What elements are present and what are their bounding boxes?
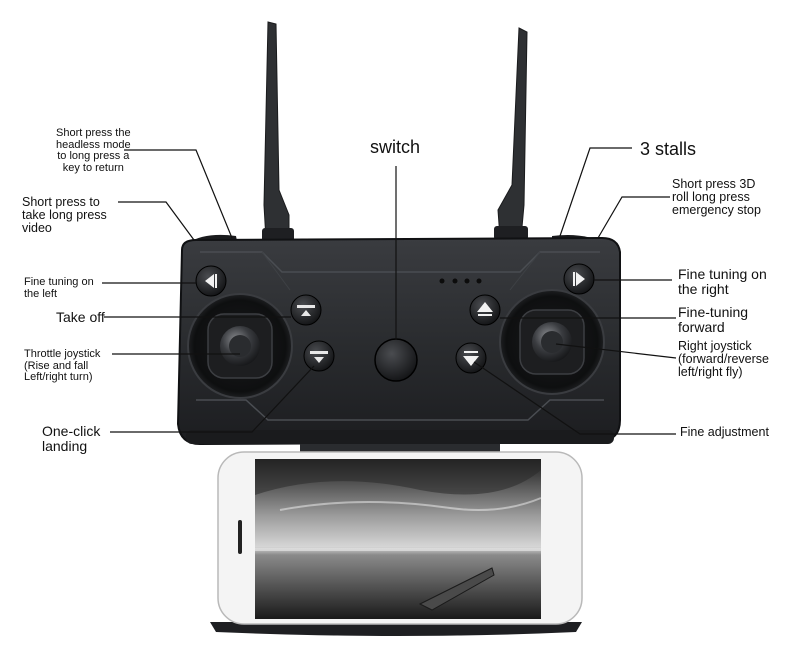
leader-right-joystick [555,343,677,359]
fine-tune-backward-button[interactable] [455,342,487,374]
left-joystick[interactable] [187,293,293,399]
callout-roll: Short press 3D roll long press emergency… [672,177,761,218]
callout-take-off: Take off [56,309,105,325]
take-off-icon [297,305,315,308]
led-2 [452,278,458,284]
led-3 [464,278,470,284]
callout-switch: switch [370,137,421,157]
fine-tune-right-button[interactable] [563,263,595,295]
leader-video [118,201,195,241]
callout-fine-forward: Fine-tuning forward [678,304,749,335]
phone-speaker [238,520,242,554]
left-antenna [262,21,294,242]
led-4 [476,278,482,284]
leader-stalls [559,147,632,237]
right-antenna [494,27,528,240]
leader-lines [102,147,677,435]
status-leds [439,278,482,284]
arrow-right-icon [576,272,585,286]
callout-stalls: 3 stalls [640,139,697,159]
callout-headless: Short press the headless mode to long pr… [56,127,131,174]
leader-fine-adjust [473,361,676,435]
callout-fine-left: Fine tuning on the left [24,276,94,300]
fine-tune-forward-button[interactable] [469,294,501,326]
leader-headless [124,149,233,239]
take-off-button[interactable] [290,294,322,326]
arrow-up-icon [477,302,493,312]
callout-fine-right: Fine tuning on the right [678,266,767,297]
phone [217,451,583,625]
boat-shape [418,567,495,611]
callout-landing: One-click landing [42,423,101,454]
arrow-down-icon [463,356,479,366]
leader-landing [110,365,315,433]
power-switch-button[interactable] [374,338,418,382]
landing-icon [310,351,328,354]
led-1 [439,278,445,284]
callout-right-joystick: Right joystick (forward/reverse left/rig… [678,339,769,380]
callout-video: Short press to take long press video [22,195,107,236]
right-joystick[interactable] [499,289,605,395]
leader-roll [597,196,670,239]
phone-holder [210,444,582,636]
fine-tune-left-button[interactable] [195,265,227,297]
arrow-left-icon [205,274,214,288]
phone-screen-photo [255,459,542,619]
landing-button[interactable] [303,340,335,372]
callout-fine-adjust: Fine adjustment [680,425,769,439]
callout-throttle: Throttle joystick (Rise and fall Left/ri… [24,348,101,384]
